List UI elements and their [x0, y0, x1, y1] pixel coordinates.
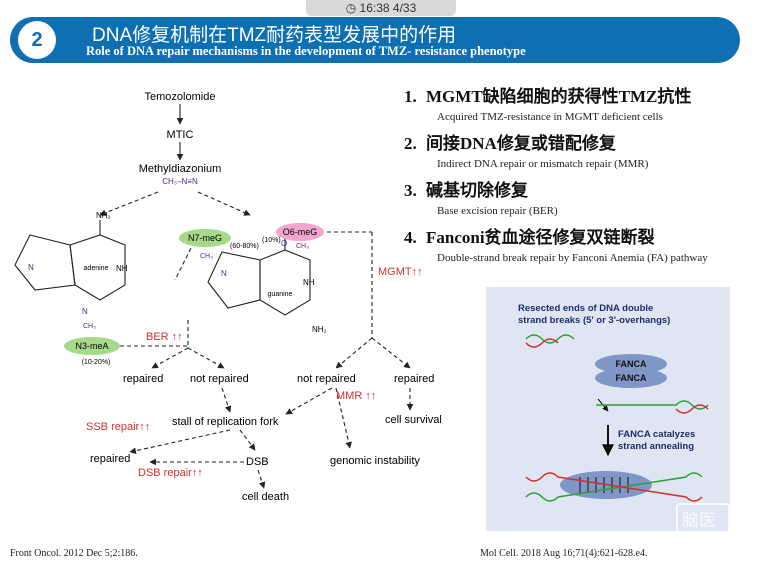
catalyzes-label-2: strand annealing [618, 441, 694, 452]
catalyzes-label-1: FANCA catalyzes [618, 429, 695, 440]
label-n7-meg: N7-meG [188, 233, 222, 243]
list-item-subtitle: Double-strand break repair by Fanconi An… [437, 252, 708, 264]
label-guanine-ch3-n7: CH₃ [200, 253, 213, 260]
dna-strand-mid-red [675, 404, 709, 414]
dna-strand-top [525, 334, 575, 344]
label-temozolomide: Temozolomide [145, 91, 216, 103]
fanca-protein-top [595, 354, 667, 374]
reference-left: Front Oncol. 2012 Dec 5;2:186. [10, 548, 138, 559]
fanca-label-bottom: FANCA [616, 373, 647, 383]
label-mmr: MMR ↑↑ [336, 390, 376, 402]
label-adenine-nh2: NH₂ [96, 211, 111, 220]
repair-mechanism-list: 1.MGMT缺陷细胞的获得性TMZ抗性 Acquired TMZ-resista… [404, 82, 759, 270]
dna-strand-mid [596, 400, 709, 410]
label-o6-meg: O6-meG [283, 227, 318, 237]
label-dsb: DSB [246, 456, 269, 468]
reference-right: Mol Cell. 2018 Aug 16;71(4):621-628.e4. [480, 548, 648, 559]
list-item-subtitle: Indirect DNA repair or mismatch repair (… [437, 158, 649, 170]
list-item-subtitle: Acquired TMZ-resistance in MGMT deficien… [437, 111, 663, 123]
label-not-repaired-left: not repaired [190, 373, 249, 385]
list-item-title: 间接DNA修复或错配修复 [426, 134, 616, 153]
fanca-diagram: Resected ends of DNA double strand break… [518, 303, 709, 502]
label-guanine-o: O [281, 239, 287, 248]
clock-icon: ◷ [345, 1, 357, 15]
label-n3-pct: (10-20%) [82, 359, 111, 366]
list-item: 2.间接DNA修复或错配修复 Indirect DNA repair or mi… [404, 129, 759, 170]
panel-heading-2: strand breaks (5' or 3'-overhangs) [518, 315, 670, 326]
list-item: 1.MGMT缺陷细胞的获得性TMZ抗性 Acquired TMZ-resista… [404, 82, 759, 123]
n7-meg-highlight [179, 229, 231, 247]
label-dsb-repair: DSB repair↑↑ [138, 467, 203, 479]
label-formula: CH₃–N≡N [162, 177, 198, 186]
tmz-pathway-diagram: Temozolomide MTIC Methyldiazonium CH₃–N≡… [14, 91, 442, 503]
label-guanine-n7: N [221, 269, 227, 278]
slide-header: 2 DNA修复机制在TMZ耐药表型发展中的作用 Role of DNA repa… [10, 17, 740, 63]
label-adenine-nh: NH [116, 264, 128, 273]
dna-strand-top-red [525, 338, 559, 348]
status-bar: ◷ 16:38 4/33 [306, 0, 456, 16]
label-ssb-repair: SSB repair↑↑ [86, 421, 150, 433]
list-item-title: 碱基切除修复 [426, 181, 528, 200]
label-guanine-ch3-o: CH₃ [296, 243, 309, 250]
label-guanine-nh2: NH₂ [312, 325, 327, 334]
list-item: 3.碱基切除修复 Base excision repair (BER) [404, 176, 759, 217]
label-adenine-n1: N [28, 263, 34, 272]
label-mgmt: MGMT↑↑ [378, 266, 423, 278]
label-repaired-dsb: repaired [90, 453, 130, 465]
label-repaired-left: repaired [123, 373, 163, 385]
list-item: 4.Fanconi贫血途径修复双链断裂 Double-strand break … [404, 223, 759, 264]
label-ber: BER ↑↑ [146, 331, 183, 343]
label-o6-pct: (10%) [262, 237, 281, 244]
label-methyldiazonium: Methyldiazonium [139, 163, 222, 175]
list-item-title: MGMT缺陷细胞的获得性TMZ抗性 [426, 87, 692, 106]
label-genomic-instability: genomic instability [330, 455, 420, 467]
label-guanine-nh: NH [303, 278, 315, 287]
label-mtic: MTIC [167, 129, 194, 141]
label-cell-death: cell death [242, 491, 289, 503]
label-n7-pct: (60-80%) [230, 243, 259, 250]
label-n3-mea: N3-meA [75, 341, 108, 351]
label-repaired-right: repaired [394, 373, 434, 385]
n3-mea-highlight [64, 337, 120, 355]
label-stall-fork: stall of replication fork [172, 416, 279, 428]
label-adenine-ch3: CH₃ [83, 323, 96, 330]
watermark-logo: 脑医汇 [676, 503, 730, 559]
fanca-label-top: FANCA [616, 359, 647, 369]
list-item-title: Fanconi贫血途径修复双链断裂 [426, 228, 655, 247]
list-item-subtitle: Base excision repair (BER) [437, 205, 558, 217]
section-number: 2 [18, 21, 56, 59]
label-not-repaired-right: not repaired [297, 373, 356, 385]
fanca-panel: Resected ends of DNA double strand break… [486, 287, 730, 559]
slide-title-cn: DNA修复机制在TMZ耐药表型发展中的作用 [92, 25, 457, 46]
slide-title-en: Role of DNA repair mechanisms in the dev… [86, 44, 526, 58]
label-cell-survival: cell survival [385, 414, 442, 426]
label-adenine: adenine [84, 265, 109, 272]
dna-strand-bottom-red [525, 472, 703, 502]
label-guanine: guanine [268, 291, 293, 298]
dna-strand-bottom-green [525, 472, 703, 502]
status-page: 4/33 [392, 1, 417, 15]
panel-heading-1: Resected ends of DNA double [518, 303, 653, 314]
fanca-protein-bottom [595, 368, 667, 388]
o6-meg-highlight [276, 223, 324, 241]
status-time: 16:38 [359, 1, 390, 15]
label-adenine-n3: N [82, 307, 88, 316]
